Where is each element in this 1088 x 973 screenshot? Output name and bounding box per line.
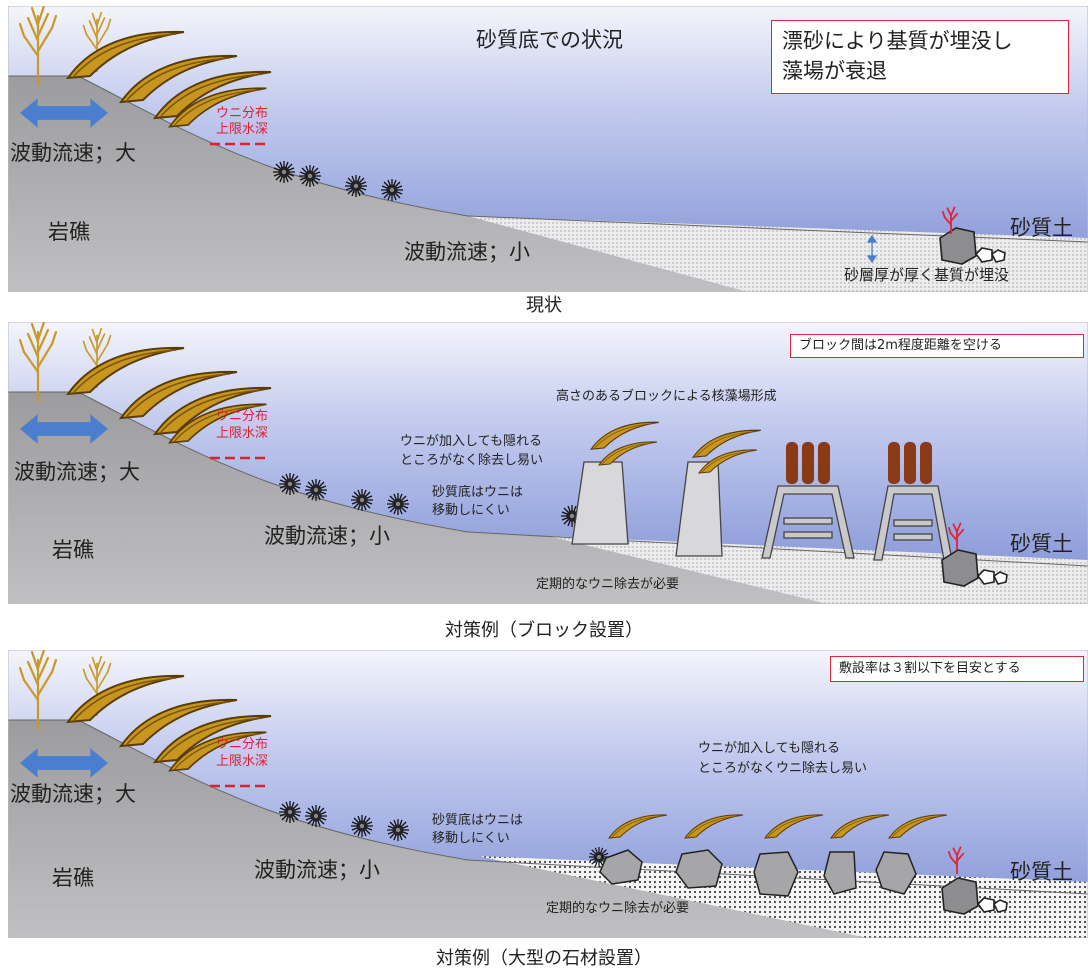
scene-stones	[8, 650, 1088, 938]
hide-note-line2: ところがなく除去し易い	[400, 453, 544, 468]
removal-note: 定期的なウニ除去が必要	[546, 901, 690, 916]
wave-small-label: 波動流速；小	[254, 858, 380, 882]
wave-large-label: 波動流速；大	[10, 141, 136, 165]
sandy-soil-label: 砂質土	[1010, 860, 1073, 884]
note-box: ブロック間は2m程度距離を空ける	[790, 334, 1084, 358]
wave-small-label: 波動流速；小	[264, 524, 390, 548]
urchin-limit-label-line1: ウニ分布	[216, 106, 269, 121]
hide-note-line1: ウニが加入しても隠れる	[698, 741, 840, 756]
sand-move-line2: 移動しにくい	[432, 503, 510, 518]
note-box-line2: 藻場が衰退	[782, 59, 887, 83]
caption-block: 対策例（ブロック設置）	[445, 620, 643, 641]
note-box-line1: 漂砂により基質が埋没し	[782, 29, 1013, 53]
note-box: 敷設率は３割以下を目安とする	[830, 656, 1084, 682]
panel-block-installation: ブロック間は2m程度距離を空ける 高さのあるブロックによる核藻場形成 ウニ分布 …	[8, 322, 1088, 604]
wave-large-label: 波動流速；大	[10, 782, 136, 806]
urchin-limit-label-line2: 上限水深	[216, 122, 269, 137]
rock-reef-label: 岩礁	[52, 538, 94, 562]
caption-stone: 対策例（大型の石材設置）	[436, 948, 652, 969]
sand-move-line2: 移動しにくい	[432, 831, 510, 846]
sandy-soil-label: 砂質土	[1010, 532, 1073, 556]
block-note: 高さのあるブロックによる核藻場形成	[556, 389, 777, 404]
sand-layer-note: 砂層厚が厚く基質が埋没	[844, 266, 1010, 284]
urchin-limit-label-line1: ウニ分布	[216, 737, 269, 752]
rock-reef-label: 岩礁	[48, 220, 90, 244]
scene-blocks	[8, 322, 1088, 604]
rock-reef-label: 岩礁	[52, 866, 94, 890]
sand-move-line1: 砂質底はウニは	[432, 813, 524, 828]
sandy-soil-label: 砂質土	[1010, 216, 1073, 240]
urchin-limit-label-line2: 上限水深	[216, 754, 269, 769]
note-box-text: 敷設率は３割以下を目安とする	[839, 661, 1021, 676]
urchin-limit-label-line2: 上限水深	[216, 426, 269, 441]
panel-stone-installation: 敷設率は３割以下を目安とする ウニ分布 上限水深 ウニが加入しても隠れる ところ…	[8, 650, 1088, 938]
hide-note-line1: ウニが加入しても隠れる	[400, 434, 542, 449]
removal-note: 定期的なウニ除去が必要	[536, 577, 680, 592]
urchin-limit-label-line1: ウニ分布	[216, 409, 269, 424]
panel-title: 砂質底での状況	[476, 28, 623, 52]
panel-current-state: 砂質底での状況 漂砂により基質が埋没し 藻場が衰退 ウニ分布 上限水深 波動流速…	[8, 6, 1088, 292]
wave-small-label: 波動流速；小	[404, 240, 530, 264]
wave-large-label: 波動流速；大	[14, 460, 140, 484]
hide-note-line2: ところがなくウニ除去し易い	[698, 761, 868, 776]
note-box-text: ブロック間は2m程度距離を空ける	[799, 338, 1002, 353]
sand-move-line1: 砂質底はウニは	[432, 485, 524, 500]
note-box: 漂砂により基質が埋没し 藻場が衰退	[771, 20, 1069, 94]
caption-current: 現状	[526, 295, 562, 316]
